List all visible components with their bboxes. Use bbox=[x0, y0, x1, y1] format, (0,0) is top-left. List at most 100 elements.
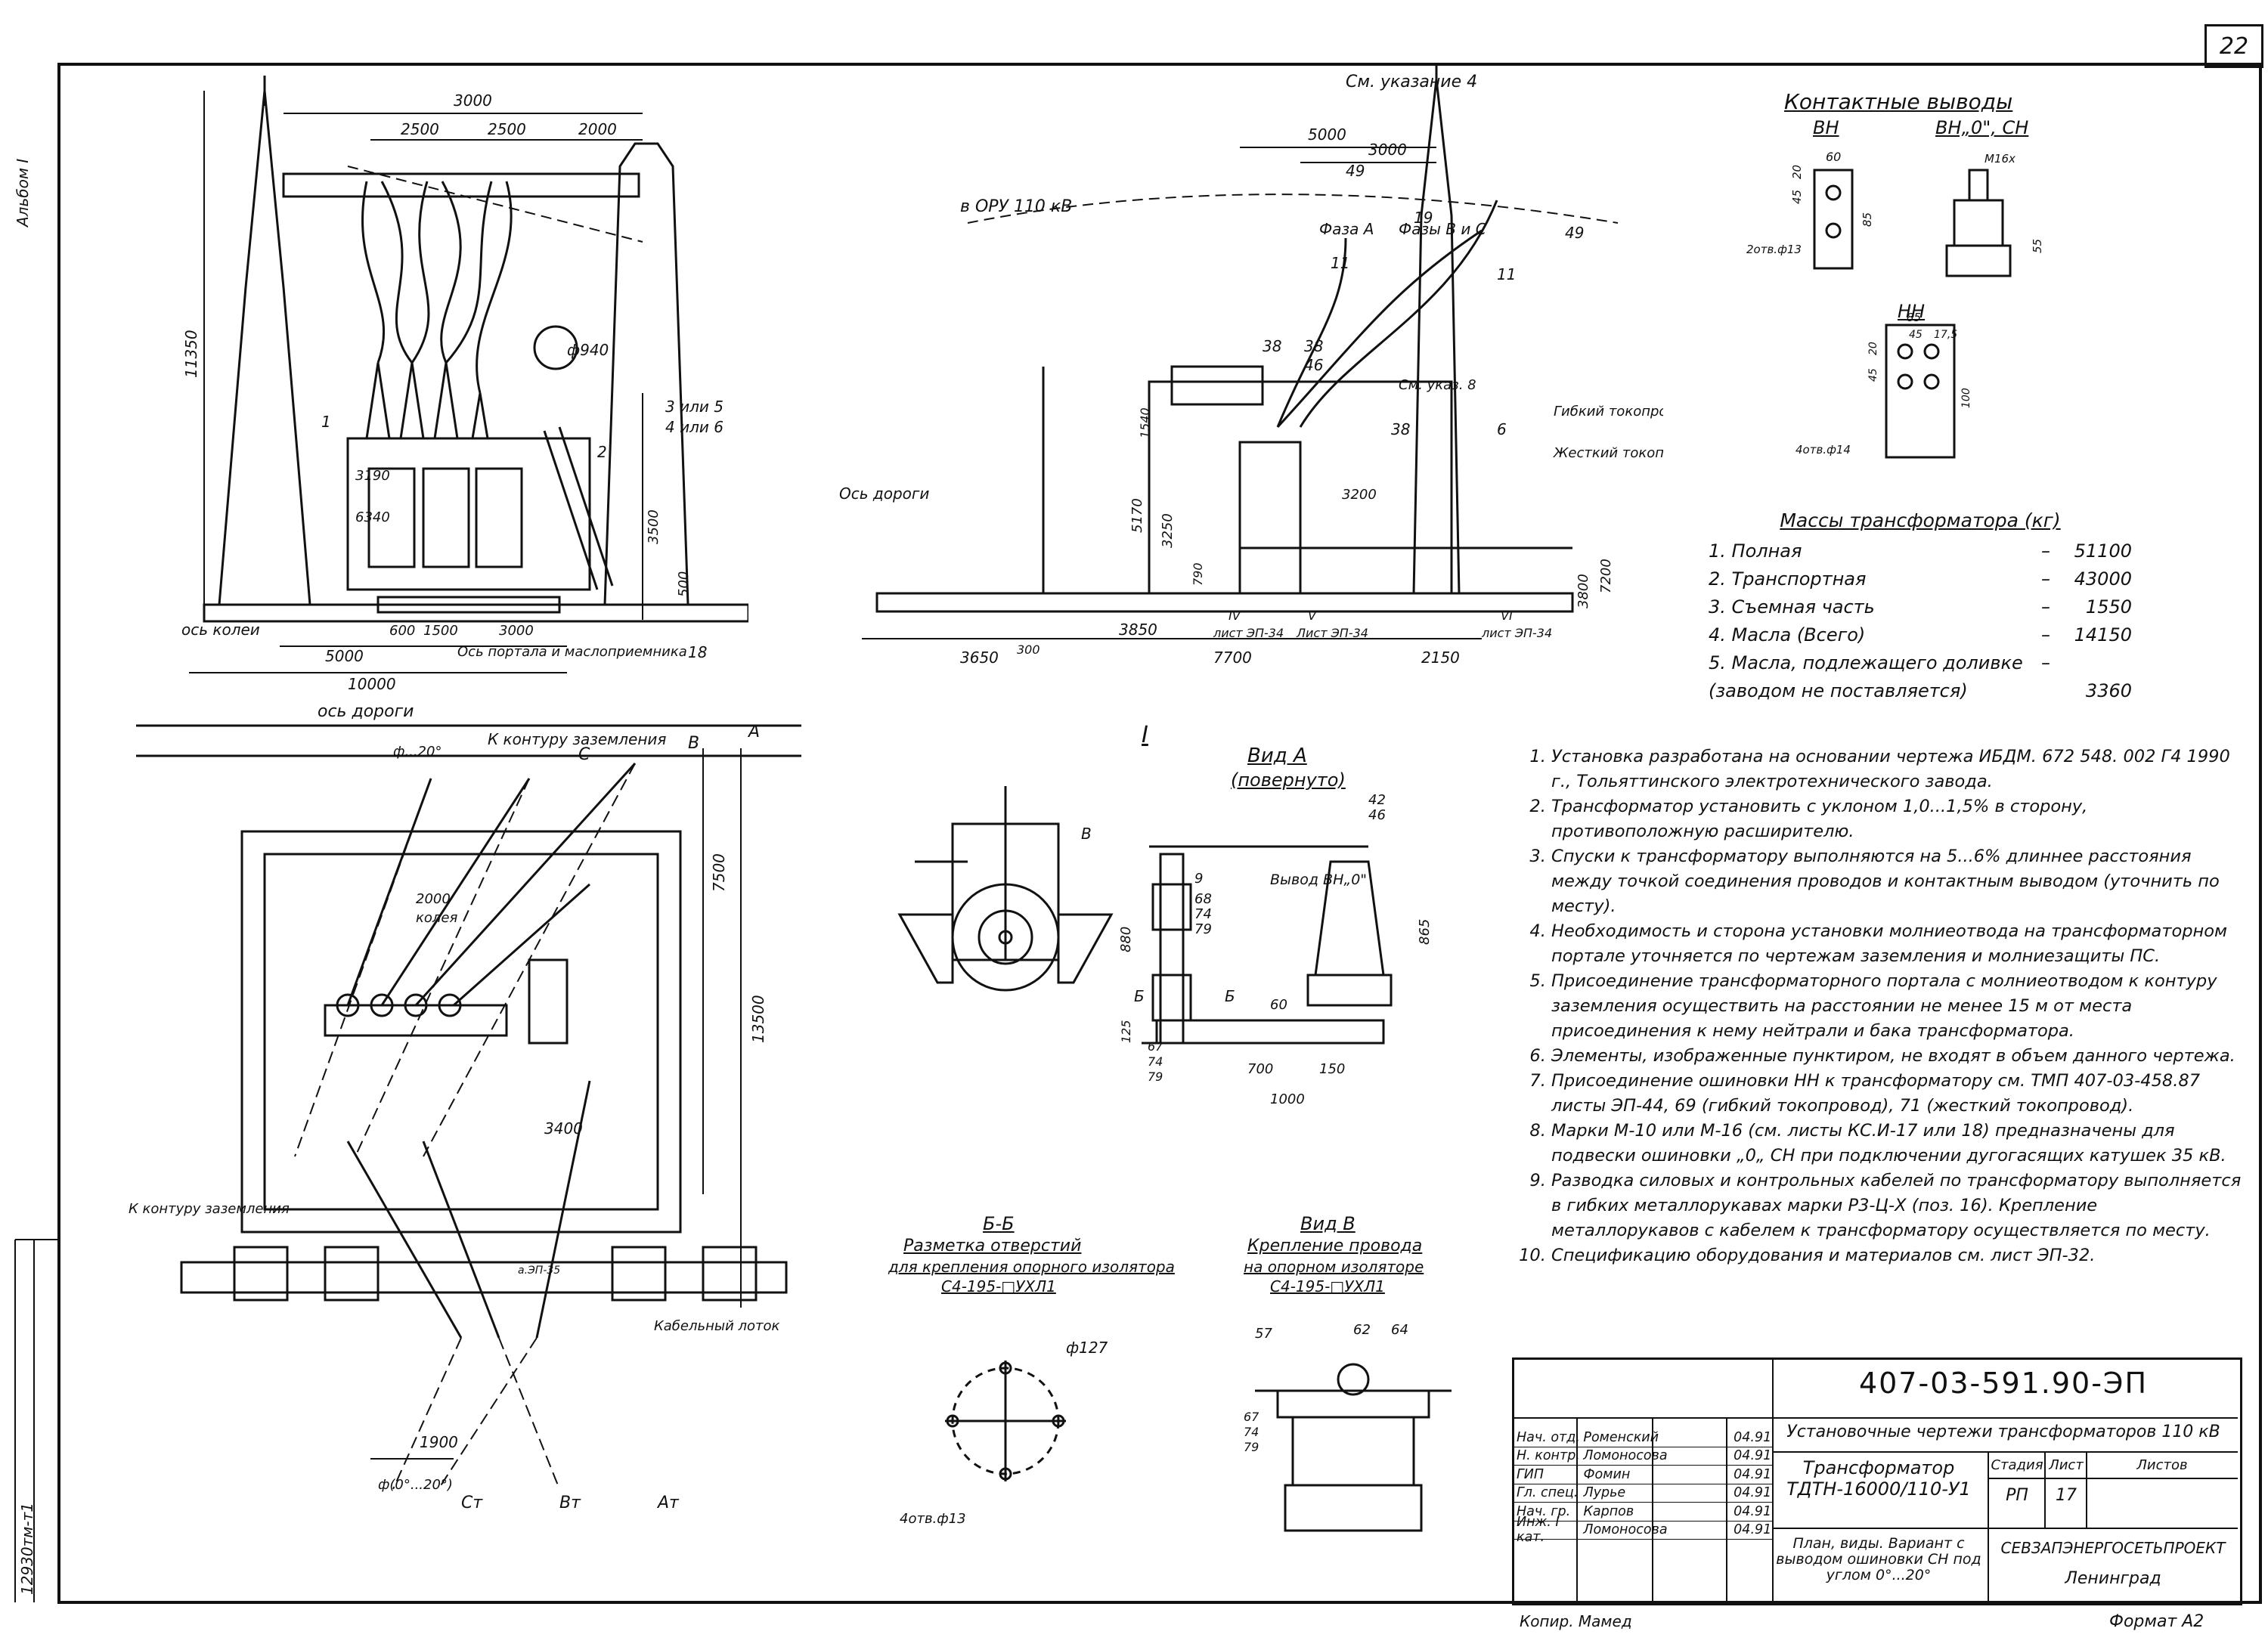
front-dim-3000b: 3000 bbox=[499, 623, 534, 639]
side-dim-3800: 3800 bbox=[1576, 574, 1591, 608]
contacts-dim-100: 100 bbox=[1960, 388, 1972, 408]
side-dim-3650: 3650 bbox=[960, 649, 999, 667]
doc-subject: Установочные чертежи трансформаторов 110… bbox=[1786, 1422, 2220, 1441]
contacts-dim-55: 55 bbox=[2031, 239, 2044, 253]
view-a-pos-42: 42 bbox=[1368, 794, 1386, 808]
section-bb-line3: С4-195-□УХЛ1 bbox=[941, 1277, 1056, 1296]
contacts-vn0: ВН„0", СН bbox=[1935, 117, 2029, 138]
side-dim-5000: 5000 bbox=[1308, 125, 1346, 144]
contacts-drawing: 60 45 20 85 2отв.ф13 М16х 55 85 45 17,5 … bbox=[1746, 150, 2044, 459]
front-dim-5000: 5000 bbox=[325, 647, 364, 665]
stage-value: РП bbox=[2006, 1486, 2028, 1505]
side-pos-19: 19 bbox=[1414, 209, 1433, 227]
contacts-title: Контактные выводы bbox=[1784, 89, 2013, 114]
contacts-dim-60: 60 bbox=[1826, 150, 1841, 164]
note-item: Разводка силовых и контрольных кабелей п… bbox=[1551, 1169, 2245, 1243]
front-dim-3190: 3190 bbox=[355, 468, 390, 484]
view-b-line3: С4-195-□УХЛ1 bbox=[1270, 1277, 1385, 1296]
side-pos-46: 46 bbox=[1304, 356, 1323, 374]
view-a-label-bb1: Б bbox=[1134, 987, 1145, 1005]
front-pos-18: 18 bbox=[688, 643, 707, 661]
side-pos-11a: 11 bbox=[1331, 254, 1349, 272]
note-item: Марки М-10 или М-16 (см. листы КС.И-17 и… bbox=[1551, 1119, 2245, 1169]
view-a-dim-880: 880 bbox=[1118, 927, 1134, 952]
side-pos-11b: 11 bbox=[1497, 265, 1516, 283]
plan-dim-7500: 7500 bbox=[710, 853, 728, 892]
plan-label-track: колея bbox=[416, 910, 457, 926]
front-dim-2000: 2000 bbox=[578, 120, 617, 138]
plan-dim-angle-top: ф...20° bbox=[393, 744, 442, 760]
side-label-road-axis: Ось дороги bbox=[839, 484, 929, 503]
front-dim-3500: 3500 bbox=[646, 509, 662, 544]
doc-number: 407-03-591.90-ЭП bbox=[1858, 1367, 2149, 1400]
note-item: Спецификацию оборудования и материалов с… bbox=[1551, 1243, 2245, 1268]
side-pos-38c: 38 bbox=[1391, 420, 1410, 438]
plan-dim-sheet35: а.ЭП-35 bbox=[518, 1265, 560, 1277]
front-dim-1500: 1500 bbox=[423, 623, 458, 639]
plan-view-drawing: ось дороги К контуру заземления К контур… bbox=[129, 703, 801, 1512]
contacts-dim-nn45: 45 bbox=[1909, 329, 1923, 341]
title-block bbox=[1512, 1357, 2242, 1605]
view-a-label-b: В bbox=[1081, 825, 1092, 843]
side-dim-3850: 3850 bbox=[1119, 621, 1157, 639]
plan-phase-b: В bbox=[688, 734, 699, 753]
side-dim-5170: 5170 bbox=[1129, 498, 1145, 533]
view-a-pos-9: 9 bbox=[1194, 871, 1203, 887]
note-item: Трансформатор установить с уклоном 1,0..… bbox=[1551, 794, 2245, 844]
contacts-dim-nn20: 20 bbox=[1867, 342, 1879, 355]
org-name: СЕВЗАПЭНЕРГОСЕТЬПРОЕКТ bbox=[2000, 1539, 2226, 1557]
view-b-drawing: 57 62 64 67 74 79 bbox=[1244, 1322, 1452, 1532]
mass-row: 5. Масла, подлежащего доливке (заводом н… bbox=[1709, 652, 2132, 701]
plan-dim-angle-bottom: ф(0°...20°) bbox=[378, 1477, 453, 1493]
plan-dim-2000: 2000 bbox=[416, 891, 451, 907]
side-dim-3250: 3250 bbox=[1160, 513, 1176, 548]
view-b-pos-67: 67 bbox=[1244, 1410, 1259, 1424]
plan-dim-3400: 3400 bbox=[544, 1119, 583, 1138]
front-dim-2500b: 2500 bbox=[488, 120, 526, 138]
side-pos-38a: 38 bbox=[1263, 337, 1281, 355]
side-label-see-note4: См. указание 4 bbox=[1346, 73, 1477, 91]
detail-i-title: I bbox=[1142, 722, 1148, 748]
side-label-see-note8: См. указ. 8 bbox=[1399, 377, 1476, 393]
side-pos-6: 6 bbox=[1497, 420, 1507, 438]
org-city: Ленинград bbox=[2065, 1569, 2161, 1588]
section-bb-drawing: ф127 4отв.ф13 bbox=[900, 1339, 1108, 1527]
side-label-iv: IV bbox=[1228, 608, 1241, 623]
front-label-track-axis: ось колеи bbox=[181, 621, 260, 639]
front-view-drawing: 3000 2500 2500 2000 11350 ф940 3190 6340… bbox=[181, 76, 748, 693]
front-pos-2: 2 bbox=[597, 443, 607, 461]
side-label-phase-a: Фаза А bbox=[1319, 220, 1374, 238]
note-item: Элементы, изображенные пунктиром, не вхо… bbox=[1551, 1044, 2245, 1069]
view-b-pos-62: 62 bbox=[1353, 1322, 1371, 1338]
mass-row: 3. Съемная часть–1550 bbox=[1709, 596, 2132, 618]
side-dim-3000: 3000 bbox=[1368, 141, 1407, 159]
view-a-pos-68: 68 bbox=[1194, 891, 1212, 907]
note-item: Спуски к трансформатору выполняются на 5… bbox=[1551, 844, 2245, 919]
note-item: Необходимость и сторона установки молние… bbox=[1551, 919, 2245, 969]
view-a-pos-74: 74 bbox=[1194, 906, 1212, 922]
view-b-line2: на опорном изоляторе bbox=[1244, 1258, 1424, 1276]
plan-phase-ct: Ст bbox=[461, 1494, 483, 1512]
side-dim-790: 790 bbox=[1191, 562, 1205, 586]
front-dim-6340: 6340 bbox=[355, 509, 390, 525]
section-bb-line2: для крепления опорного изолятора bbox=[888, 1258, 1175, 1276]
plan-label-ground-top: К контуру заземления bbox=[488, 730, 666, 748]
front-dim-3or5: 3 или 5 bbox=[665, 398, 723, 416]
note-item: Установка разработана на основании черте… bbox=[1551, 745, 2245, 794]
mass-row: 2. Транспортная–43000 bbox=[1709, 568, 2132, 590]
general-notes: Установка разработана на основании черте… bbox=[1520, 745, 2245, 1268]
view-b-pos-79: 79 bbox=[1244, 1440, 1259, 1454]
paper-format: Формат А2 bbox=[2109, 1612, 2204, 1631]
front-dim-10000: 10000 bbox=[348, 675, 396, 693]
view-a-pos-46: 46 bbox=[1368, 807, 1386, 823]
side-label-sheet34a: лист ЭП-34 bbox=[1213, 626, 1284, 640]
side-label-sheet34b: Лист ЭП-34 bbox=[1296, 626, 1368, 640]
front-pos-1: 1 bbox=[321, 413, 331, 431]
view-a-dim-865: 865 bbox=[1417, 919, 1433, 945]
view-a-dim-150: 150 bbox=[1319, 1061, 1345, 1077]
